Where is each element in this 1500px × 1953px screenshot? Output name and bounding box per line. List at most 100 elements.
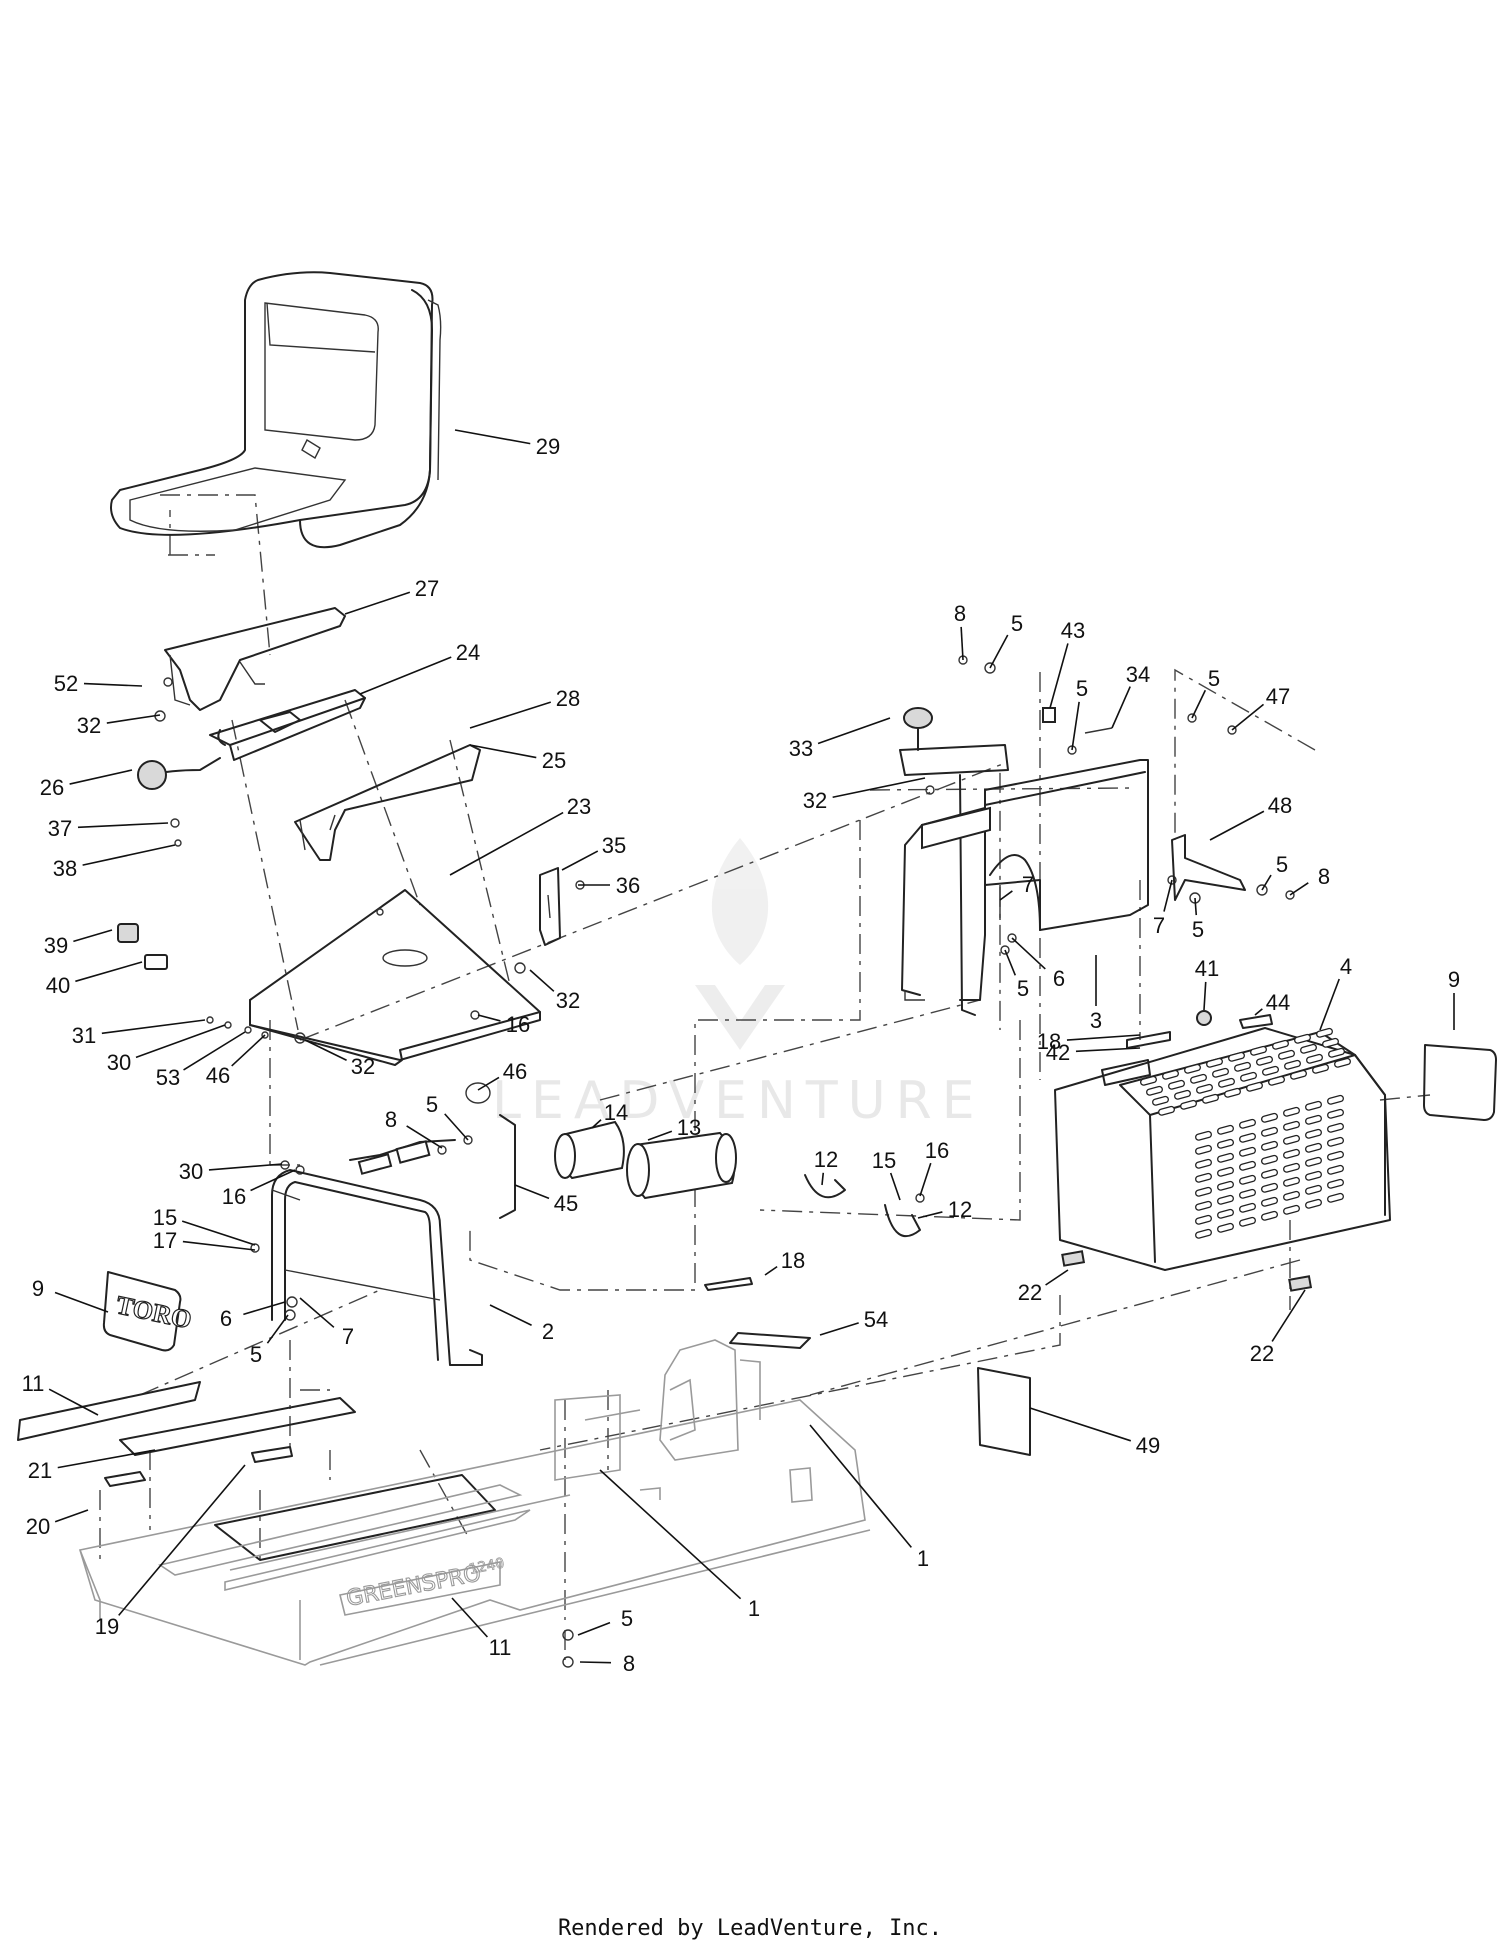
callout-leader [647,1130,673,1141]
callout-number: 11 [489,1635,512,1660]
callout-leader [69,769,133,785]
callout-leader [917,1211,943,1219]
callout-leader [208,1163,283,1171]
callout-number: 37 [48,816,72,841]
vent-slot [1278,1049,1295,1060]
vent-slot [1327,1136,1344,1147]
vent-slot [1256,1055,1273,1066]
toro-logo-text: TORO [114,1290,194,1334]
vent-slot [1284,1059,1301,1070]
vent-slot [1261,1112,1278,1123]
vent-slot [1261,1196,1278,1207]
callout-number: 4 [1340,954,1352,979]
vent-slot [1283,1176,1300,1187]
callout-leader [561,850,599,871]
callout-leader [406,1125,443,1149]
callout-number: 30 [107,1050,131,1075]
callout-leader [83,682,143,687]
callout-number: 23 [567,794,591,819]
vent-slot [1327,1094,1344,1105]
vent-slot [1305,1184,1322,1195]
callout-number: 5 [250,1342,262,1367]
vent-slot [1305,1198,1322,1209]
callout-number: 46 [206,1063,230,1088]
vent-slot [1168,1079,1185,1090]
greenspro-logo-text: GREENSPRO [344,1561,483,1612]
vent-slot [1184,1063,1201,1074]
callout-leader [183,1031,246,1071]
callout-number: 1 [917,1546,929,1571]
callout-leader [1231,703,1265,731]
vent-slot [1195,1144,1212,1155]
vent-slot [1239,1132,1256,1143]
callout-leader [477,1014,501,1022]
vent-slot [1250,1045,1267,1056]
vent-slot [1240,1071,1257,1082]
vent-slot [1195,1214,1212,1225]
callout-number: 5 [1276,852,1288,877]
vent-slot [1305,1170,1322,1181]
vent-slot [1261,1126,1278,1137]
part-loop-46 [465,1082,491,1104]
vent-slot [1146,1085,1163,1096]
callout-number: 12 [814,1147,838,1172]
callout-number: 5 [1011,611,1023,636]
callout-number: 30 [179,1159,203,1184]
callout-number: 16 [506,1012,530,1037]
callout-number: 32 [351,1054,375,1079]
callout-number: 5 [1208,666,1220,691]
callout-number: 5 [1076,676,1088,701]
vent-slot [1261,1168,1278,1179]
part-decal-9-toro: TORO [102,1271,195,1352]
vent-slot [1217,1180,1234,1191]
callout-leader [477,1076,500,1091]
vent-slot [1327,1164,1344,1175]
callout-number: 32 [803,788,827,813]
callout-number: 21 [28,1458,52,1483]
callout-leader [809,1424,912,1548]
callout-leader [1045,1269,1069,1286]
callout-number: 39 [44,933,68,958]
vent-slot [1283,1106,1300,1117]
vent-slot [1261,1140,1278,1151]
callout-number: 14 [604,1100,628,1125]
vent-slot [1305,1100,1322,1111]
vent-slot [1195,1130,1212,1141]
part-seat-rail-28 [294,744,481,861]
callout-leader [529,969,555,992]
vent-slot [1328,1047,1345,1058]
part-strips [1101,1014,1273,1086]
callout-number: 5 [426,1092,438,1117]
callout-leader [1071,701,1080,751]
vent-slot [1217,1208,1234,1219]
vent-slot [1316,1027,1333,1038]
vent-slot [1202,1093,1219,1104]
callout-leader [764,1265,778,1276]
vent-slot [1306,1053,1323,1064]
callout-number: 5 [1192,917,1204,942]
callout-leader [989,634,1009,669]
vent-slot [1217,1152,1234,1163]
callout-number: 9 [32,1276,44,1301]
vent-slot [1327,1108,1344,1119]
callout-leader [54,1509,89,1523]
vent-slot [1217,1124,1234,1135]
callout-number: 9 [1448,967,1460,992]
vent-slot [1152,1095,1169,1106]
vent-slot [1246,1081,1263,1092]
vent-slot [1305,1142,1322,1153]
vent-slot [1294,1033,1311,1044]
callout-leader [1271,1289,1306,1342]
callout-leader [101,1019,206,1035]
callout-number: 47 [1266,684,1290,709]
callout-leader [1029,1407,1132,1442]
callout-leader [135,1024,226,1059]
callout-number: 34 [1126,662,1150,687]
vent-slot [1212,1067,1229,1078]
vent-slot [1283,1204,1300,1215]
callout-number: 24 [456,640,480,665]
callout-leader [77,822,169,829]
callout-leader [817,717,891,745]
